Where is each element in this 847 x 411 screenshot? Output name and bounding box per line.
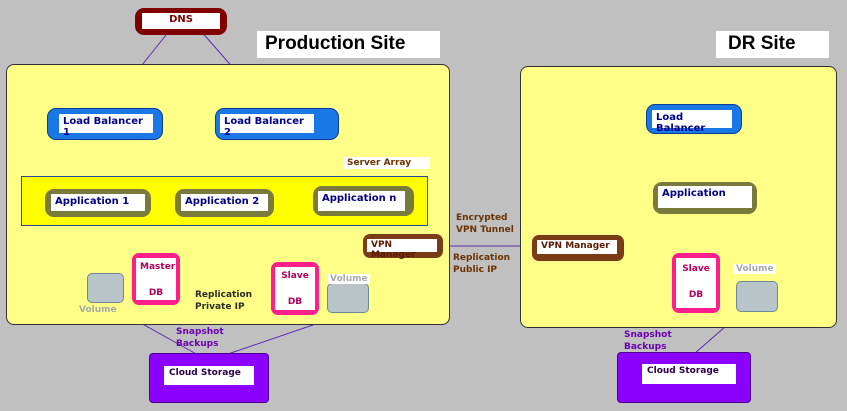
master-db-line2: DB — [148, 288, 164, 298]
dr-load-balancer-label: Load Balancer — [652, 110, 732, 134]
application-n-label: Application n — [318, 191, 405, 211]
slave-db-dr[interactable]: Slave DB — [672, 253, 720, 313]
dns-label: DNS — [142, 13, 220, 29]
encrypted-line1: Encrypted — [456, 213, 508, 223]
replication-private-line1: Replication — [195, 290, 253, 300]
dr-volume-label: Volume — [734, 264, 776, 274]
application-1[interactable]: Application 1 — [45, 189, 151, 217]
load-balancer-2[interactable]: Load Balancer 2 — [215, 108, 339, 140]
snapshot-backups-dr-label: Snapshot Backups — [624, 329, 672, 353]
dr-application[interactable]: Application — [653, 182, 757, 214]
vpn-manager-dr-label: VPN Manager — [537, 240, 617, 254]
dr-volume[interactable] — [736, 281, 778, 312]
cloud-storage-production-label: Cloud Storage — [164, 366, 254, 385]
snapshot-dr-line1: Snapshot — [624, 330, 672, 340]
replication-public-label: Replication Public IP — [453, 252, 510, 276]
volume-slave-label: Volume — [328, 274, 370, 284]
master-db-label: Master DB — [136, 258, 176, 300]
application-1-label: Application 1 — [51, 194, 145, 211]
snapshot-production-line2: Backups — [176, 339, 219, 349]
volume-master-label: Volume — [79, 305, 117, 315]
application-2-label: Application 2 — [181, 194, 268, 211]
snapshot-production-line1: Snapshot — [176, 327, 224, 337]
slave-db-dr-line2: DB — [688, 290, 704, 300]
load-balancer-2-label: Load Balancer 2 — [220, 114, 314, 138]
slave-db-production-line1: Slave — [281, 271, 309, 281]
slave-db-dr-line1: Slave — [682, 264, 710, 274]
load-balancer-1-label: Load Balancer 1 — [59, 114, 153, 138]
encrypted-vpn-tunnel-label: Encrypted VPN Tunnel — [456, 212, 514, 236]
replication-public-line1: Replication — [453, 253, 511, 263]
load-balancer-1[interactable]: Load Balancer 1 — [47, 108, 163, 140]
slave-db-production[interactable]: Slave DB — [271, 262, 319, 315]
vpn-manager-production[interactable]: VPN Manager — [363, 234, 443, 260]
replication-private-label: Replication Private IP — [195, 289, 252, 313]
vpn-manager-production-label: VPN Manager — [367, 239, 437, 260]
replication-private-line2: Private IP — [195, 302, 245, 312]
slave-db-dr-label: Slave DB — [676, 258, 716, 308]
master-db-line1: Master — [140, 262, 176, 272]
dr-application-label: Application — [658, 186, 752, 208]
dr-load-balancer[interactable]: Load Balancer — [646, 104, 742, 134]
application-n[interactable]: Application n — [313, 186, 414, 216]
volume-master[interactable] — [87, 273, 124, 303]
dr-site-title: DR Site — [716, 31, 829, 58]
server-array-label: Server Array — [344, 157, 430, 169]
snapshot-backups-production-label: Snapshot Backups — [176, 326, 224, 350]
slave-db-production-line2: DB — [287, 297, 303, 307]
cloud-storage-dr-label: Cloud Storage — [642, 364, 736, 384]
master-db[interactable]: Master DB — [132, 253, 180, 305]
replication-public-line2: Public IP — [453, 265, 498, 275]
vpn-manager-dr[interactable]: VPN Manager — [532, 235, 624, 261]
slave-db-production-label: Slave DB — [275, 267, 315, 310]
volume-slave[interactable] — [327, 283, 369, 313]
cloud-storage-dr[interactable]: Cloud Storage — [617, 352, 751, 403]
cloud-storage-production[interactable]: Cloud Storage — [149, 353, 269, 403]
snapshot-dr-line2: Backups — [624, 342, 667, 352]
encrypted-line2: VPN Tunnel — [456, 225, 514, 235]
dns-node[interactable]: DNS — [135, 8, 227, 35]
production-site-title: Production Site — [257, 31, 440, 58]
application-2[interactable]: Application 2 — [175, 189, 274, 217]
